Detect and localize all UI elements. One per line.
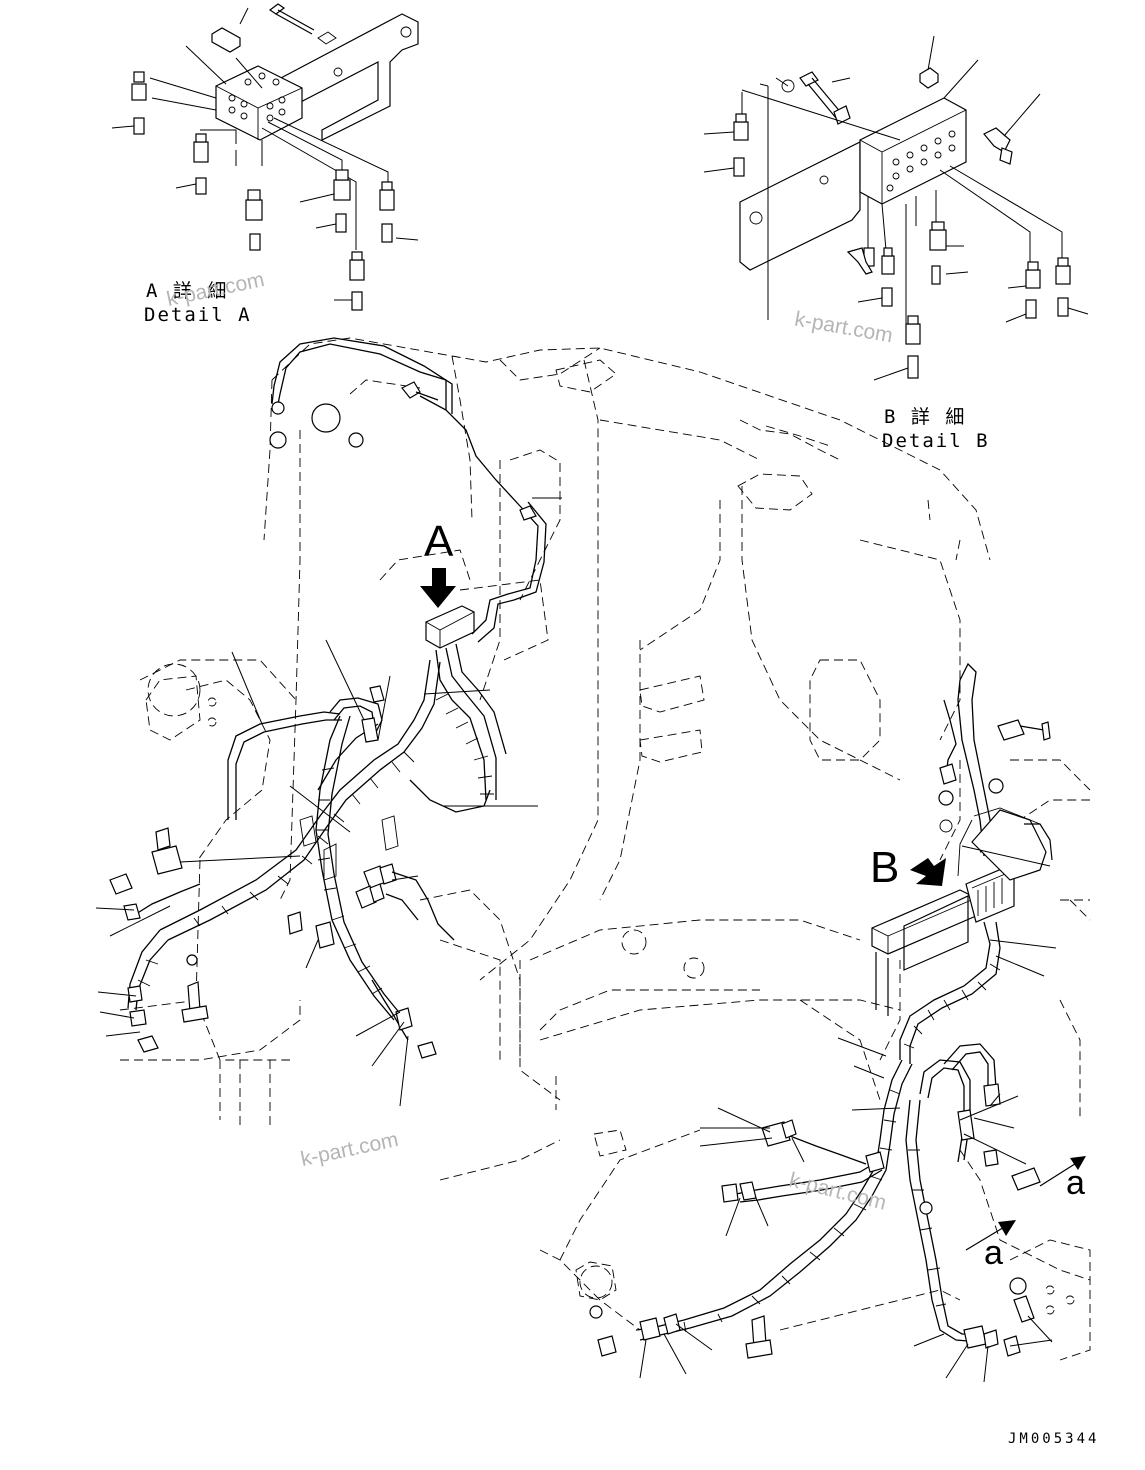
detail-a-drawing	[111, 3, 419, 311]
harness-a	[95, 337, 562, 1107]
harness-b	[589, 662, 1086, 1383]
detail-b-title-ja: B 詳 細	[884, 406, 967, 428]
view-label-small-a-2: a	[984, 1234, 1003, 1272]
frame-outline	[119, 337, 1091, 1361]
detail-a-title-ja: A 詳 細	[146, 280, 229, 302]
drawing-code: JM005344	[1008, 1431, 1100, 1447]
detail-a-title-en: Detail A	[144, 304, 252, 326]
view-label-small-a-1: a	[1066, 1164, 1085, 1202]
right-structure	[939, 759, 1091, 921]
detail-b-title-en: Detail B	[882, 430, 990, 452]
detail-b-drawing	[703, 35, 1089, 381]
view-label-b: B	[870, 843, 900, 892]
view-label-a: A	[424, 517, 454, 566]
